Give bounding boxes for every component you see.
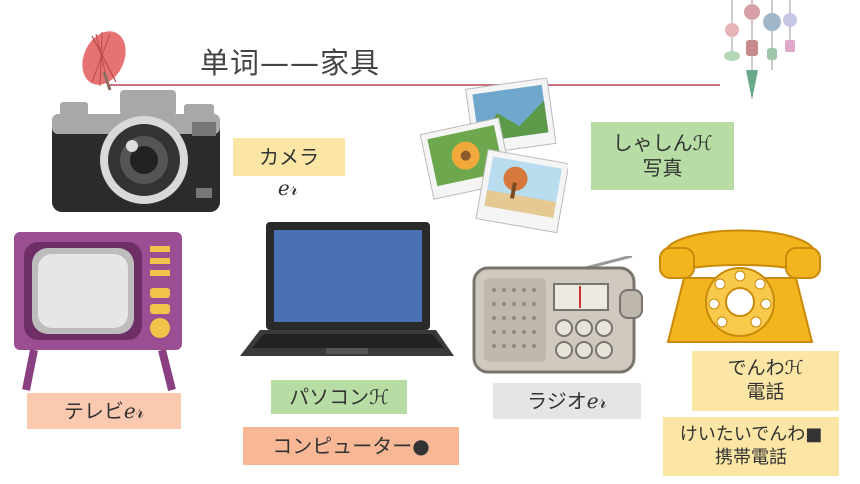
mobile-phone-kanji: 携帯電話 [715, 446, 787, 468]
photo-label: しゃしんℋ 写真 [591, 122, 734, 190]
radio-icon [472, 256, 643, 374]
phone-kanji: 電話 [746, 381, 785, 403]
camera-label: カメラ [233, 138, 345, 176]
photo-word: しゃしんℋ [612, 131, 713, 155]
laptop-icon [240, 222, 454, 356]
mobile-phone-word: けいたいでんわ■ [679, 424, 823, 445]
computer-word: コンピューター● [272, 433, 430, 458]
camera-accent: ℯ𝓇 [277, 175, 299, 200]
camera-icon [52, 90, 220, 212]
tv-label: テレビℯ𝓇 [27, 393, 181, 429]
radio-label: ラジオℯ𝓇 [493, 383, 641, 419]
phone-word: でんわℋ [727, 357, 804, 380]
photo-kanji: 写真 [642, 156, 683, 180]
radio-word: ラジオℯ𝓇 [527, 388, 607, 413]
photos-icon [419, 78, 568, 234]
computer-label: コンピューター● [243, 427, 459, 465]
fan-icon [82, 31, 126, 91]
title-underline [110, 84, 720, 86]
mobile-phone-label: けいたいでんわ■ 携帯電話 [663, 417, 839, 476]
camera-word: カメラ [259, 144, 319, 169]
tv-word: テレビℯ𝓇 [63, 398, 145, 423]
pc-label: パソコンℋ [271, 380, 407, 414]
television-icon [14, 232, 182, 391]
phone-label: でんわℋ 電話 [692, 351, 839, 411]
pc-word: パソコンℋ [289, 384, 389, 409]
telephone-icon [659, 229, 821, 343]
page-title: 单词——家具 [200, 46, 381, 80]
wind-chime-icon [724, 0, 797, 100]
